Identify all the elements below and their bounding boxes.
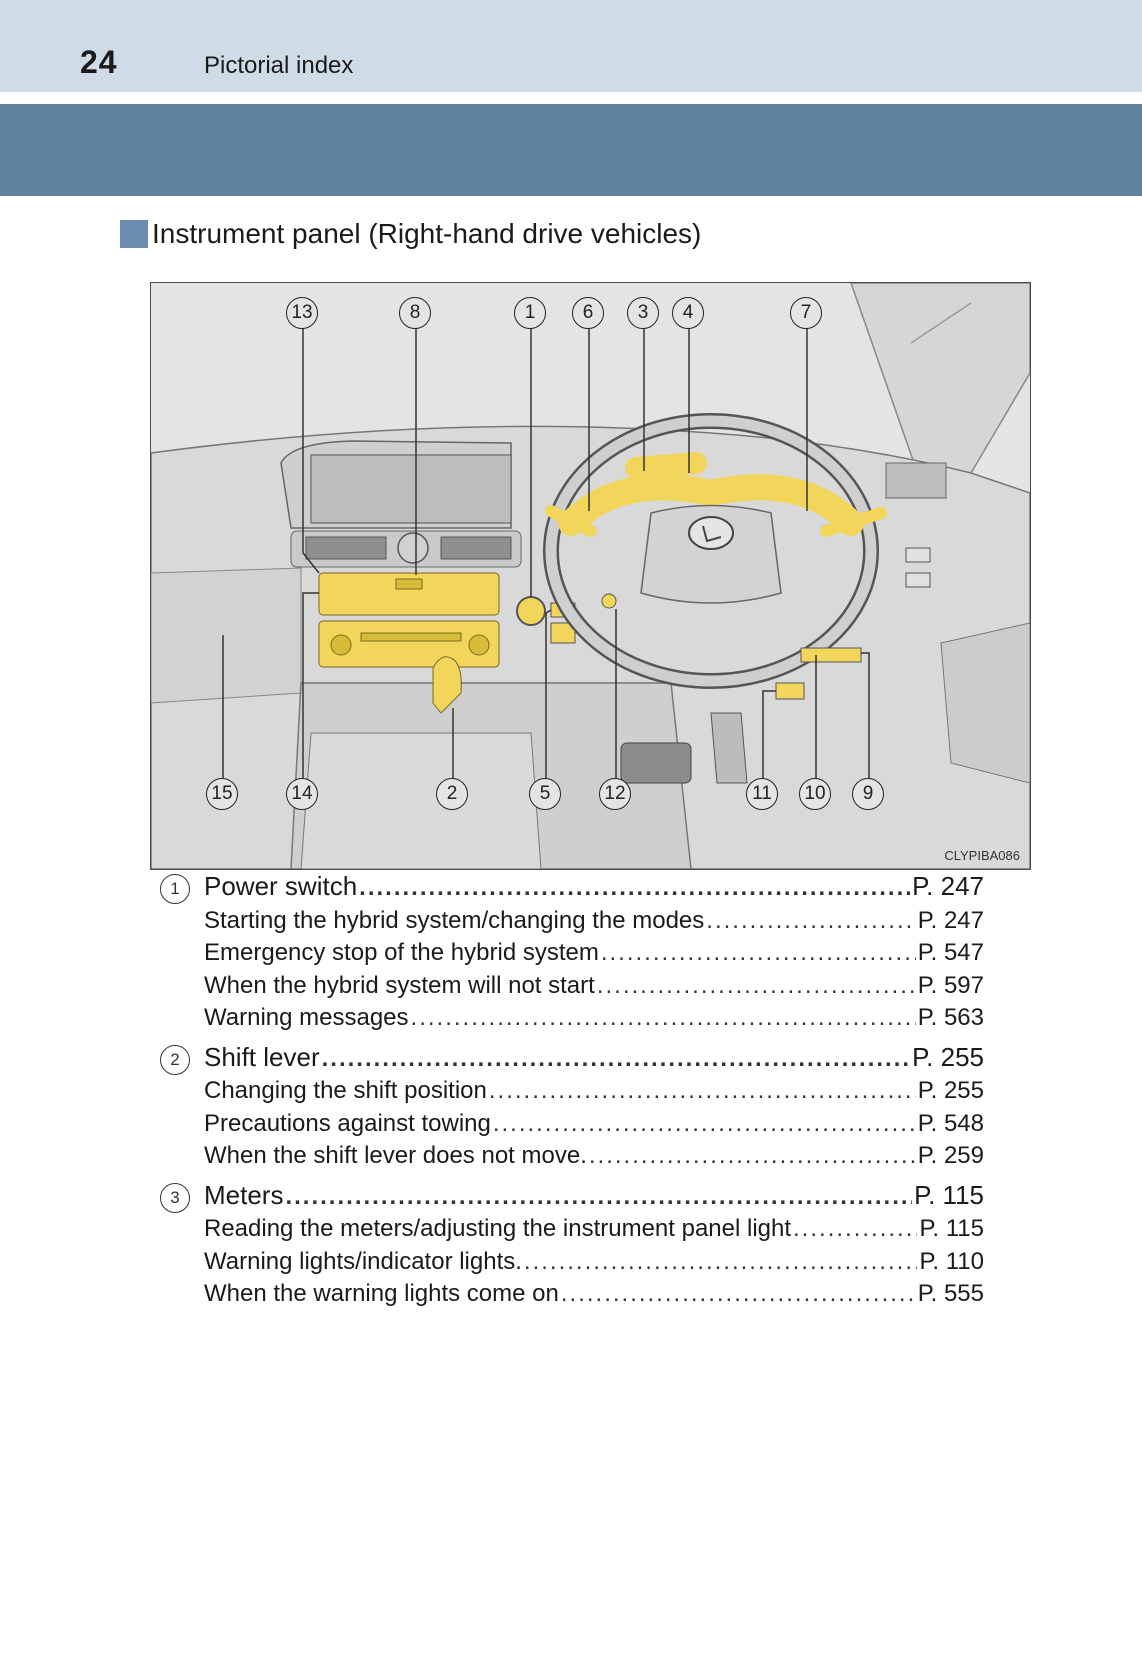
- callout-8: 8: [399, 297, 431, 329]
- index-sub-row[interactable]: When the warning lights come on P. 555: [204, 1278, 984, 1311]
- index-sub-row[interactable]: Warning messages P. 563: [204, 1002, 984, 1035]
- callout-1: 1: [514, 297, 546, 329]
- index-sub-row[interactable]: Changing the shift position P. 255: [204, 1075, 984, 1108]
- index-entry: 2 Shift lever P. 255 Changing the shift p…: [160, 1041, 984, 1173]
- header-band: [0, 0, 1142, 92]
- index-sub-row[interactable]: When the shift lever does not move. P. 25…: [204, 1140, 984, 1173]
- page-ref[interactable]: P. 247: [912, 871, 984, 901]
- item-label: Precautions against towing: [204, 1109, 491, 1137]
- page-ref[interactable]: P. 255: [912, 1041, 984, 1072]
- callout-11: 11: [746, 778, 778, 810]
- subheading: Instrument panel (Right-hand drive vehic…: [120, 218, 701, 250]
- page-ref[interactable]: P. 555: [917, 1280, 984, 1307]
- callout-7: 7: [790, 297, 822, 329]
- item-label: Warning messages: [204, 1004, 409, 1031]
- index-entry: 3 Meters P. 115 Reading the meters/adjust…: [160, 1179, 984, 1311]
- header-divider: [0, 92, 1142, 104]
- page-number: 24: [80, 44, 118, 80]
- item-label: Starting the hybrid system/changing the …: [204, 906, 705, 934]
- index-sub-row[interactable]: Warning lights/indicator lights. P. 110: [204, 1246, 984, 1279]
- entry-title: Power switch: [204, 871, 358, 901]
- callout-12: 12: [599, 778, 631, 810]
- index-entry: 1 Power switch P. 247 Starting the hybrid…: [160, 870, 984, 1035]
- callout-13: 13: [286, 297, 318, 329]
- page-ref[interactable]: P. 563: [917, 1004, 984, 1031]
- entry-title: Meters: [204, 1179, 284, 1210]
- page-ref[interactable]: P. 548: [917, 1109, 984, 1137]
- callout-6: 6: [572, 297, 604, 329]
- page-ref[interactable]: P. 115: [914, 1179, 984, 1210]
- instrument-panel-figure: 13 8 1 6 3 4 7 15 14 2 5 12 11 10 9 CLYP…: [150, 282, 1031, 870]
- subheading-text: Instrument panel (Right-hand drive vehic…: [152, 218, 702, 249]
- callout-14: 14: [286, 778, 318, 810]
- section-title: Pictorial index: [204, 52, 354, 79]
- index-sub-row[interactable]: Emergency stop of the hybrid system P. 54…: [204, 937, 984, 970]
- callout-9: 9: [852, 778, 884, 810]
- item-label: Reading the meters/adjusting the instrum…: [204, 1215, 792, 1242]
- page-ref[interactable]: P. 110: [919, 1247, 984, 1275]
- entry-number: 1: [160, 874, 190, 904]
- index-main-row[interactable]: Shift lever P. 255: [204, 1041, 984, 1076]
- dashboard-illustration: [151, 283, 1030, 869]
- callout-2: 2: [436, 778, 468, 810]
- callout-4: 4: [672, 297, 704, 329]
- index-main-row[interactable]: Meters P. 115: [204, 1179, 984, 1214]
- callout-5: 5: [529, 778, 561, 810]
- figure-code: CLYPIBA086: [944, 848, 1020, 863]
- item-label: Warning lights/indicator lights.: [204, 1247, 522, 1275]
- page-ref[interactable]: P. 247: [917, 906, 984, 934]
- blue-band: [0, 104, 1142, 196]
- page-ref[interactable]: P. 255: [917, 1077, 984, 1104]
- page-ref[interactable]: P. 597: [917, 971, 984, 999]
- square-bullet-icon: [120, 220, 148, 248]
- callout-3: 3: [627, 297, 659, 329]
- index-sub-row[interactable]: Precautions against towing P. 548: [204, 1108, 984, 1141]
- item-label: When the warning lights come on: [204, 1280, 559, 1307]
- index-sub-row[interactable]: Reading the meters/adjusting the instrum…: [204, 1213, 984, 1246]
- callout-10: 10: [799, 778, 831, 810]
- entry-title: Shift lever: [204, 1041, 320, 1072]
- item-label: Changing the shift position: [204, 1077, 487, 1104]
- index-main-row[interactable]: Power switch P. 247: [204, 870, 984, 905]
- item-label: Emergency stop of the hybrid system: [204, 939, 599, 966]
- index-sub-row[interactable]: Starting the hybrid system/changing the …: [204, 905, 984, 938]
- entry-number: 3: [160, 1182, 190, 1213]
- index-sub-row[interactable]: When the hybrid system will not start P. …: [204, 970, 984, 1003]
- item-label: When the shift lever does not move.: [204, 1142, 587, 1169]
- entry-number: 2: [160, 1044, 190, 1075]
- page-ref[interactable]: P. 259: [917, 1142, 984, 1169]
- item-label: When the hybrid system will not start: [204, 971, 595, 999]
- callout-15: 15: [206, 778, 238, 810]
- page-ref[interactable]: P. 115: [919, 1215, 984, 1242]
- page-ref[interactable]: P. 547: [917, 939, 984, 966]
- index-list: 1 Power switch P. 247 Starting the hybrid…: [160, 870, 984, 1317]
